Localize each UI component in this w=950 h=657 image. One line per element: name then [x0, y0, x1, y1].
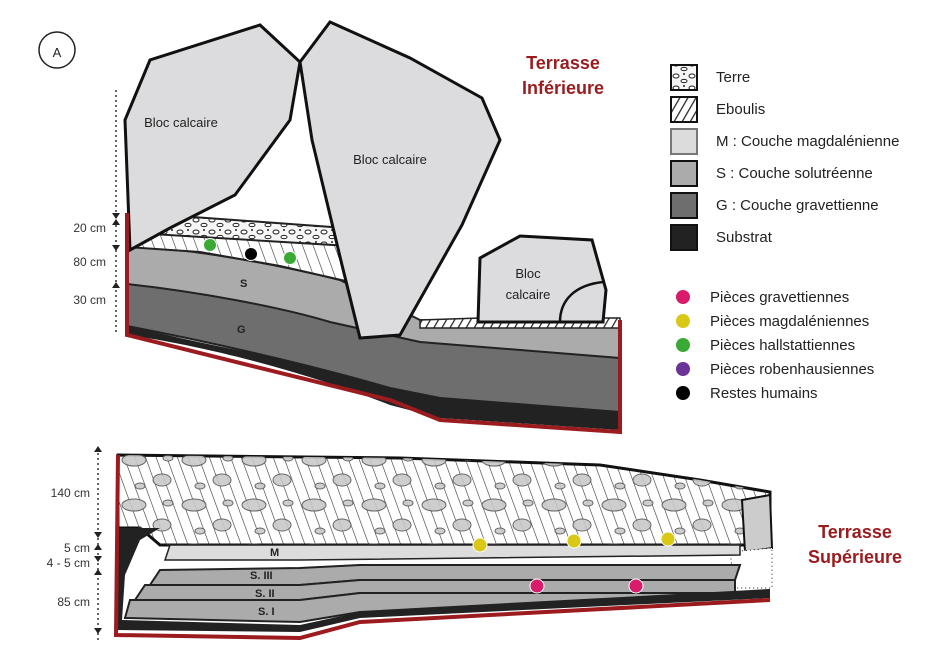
block-label: calcaire — [506, 287, 551, 302]
legend-label: Pièces hallstattiennes — [710, 337, 855, 354]
block-label: Bloc calcaire — [144, 115, 218, 130]
legend-label: Restes humains — [710, 385, 818, 402]
layer-substrat — [127, 325, 620, 430]
find-hallstatt — [203, 238, 217, 252]
find-gravettian — [628, 578, 644, 594]
scale-label: 140 cm — [51, 486, 90, 500]
legend-label: Pièces gravettiennes — [710, 289, 849, 306]
limestone-block-1 — [123, 23, 302, 253]
legend-dot-human-remains — [676, 386, 690, 400]
layer-m-lower — [163, 544, 741, 561]
layer-label-s: S — [240, 278, 247, 290]
lower-title: Terrasse — [818, 522, 892, 542]
upper-section-frame — [125, 213, 622, 435]
legend-swatch-eboulis — [670, 96, 698, 123]
limestone-block-3 — [476, 234, 608, 324]
legend: Terre Eboulis M : Couche magdalénienne S… — [670, 64, 899, 402]
find-magdalenian — [566, 533, 582, 549]
scale-label: 80 cm — [73, 255, 106, 269]
legend-swatch-s — [670, 160, 698, 187]
find-gravettian — [529, 578, 545, 594]
scale-label: 4 - 5 cm — [47, 556, 90, 570]
find-human-remains — [244, 247, 258, 261]
legend-swatch-m — [670, 128, 698, 155]
legend-swatch-substrat — [670, 224, 698, 251]
legend-label: M : Couche magdalénienne — [716, 133, 899, 150]
scale-label: 85 cm — [57, 595, 90, 609]
layer-label-s1: S. I — [258, 606, 275, 618]
legend-dot-hallstatt — [676, 338, 690, 352]
legend-label: Terre — [716, 69, 750, 86]
upper-section: Bloc calcaire Bloc calcaire Bloc calcair… — [73, 20, 622, 435]
legend-label: Eboulis — [716, 101, 765, 118]
scale-label: 30 cm — [73, 293, 106, 307]
lower-title: Supérieure — [808, 547, 902, 567]
block-label: Bloc — [515, 266, 541, 281]
upper-title: Inférieure — [522, 78, 604, 98]
legend-label: G : Couche gravettienne — [716, 197, 879, 214]
scale-label: 20 cm — [73, 221, 106, 235]
find-hallstatt — [283, 251, 297, 265]
scale-label: 5 cm — [64, 541, 90, 555]
layer-label-s2: S. II — [255, 588, 275, 600]
panel-label: A — [38, 31, 76, 69]
legend-label: Pièces robenhausiennes — [710, 361, 874, 378]
legend-swatch-g — [670, 192, 698, 219]
find-magdalenian — [660, 531, 676, 547]
limestone-block-2 — [298, 20, 502, 340]
legend-dot-magdalenian — [676, 314, 690, 328]
lower-section: M S. III S. II S. I 140 cm 5 cm 4 - 5 cm… — [47, 446, 902, 641]
legend-label: Substrat — [716, 229, 773, 246]
layer-label-g: G — [237, 324, 246, 336]
layer-label-m: M — [270, 547, 279, 559]
legend-dot-robenhausian — [676, 362, 690, 376]
layer-label-s3: S. III — [250, 570, 273, 582]
layer-substrat-lower — [116, 528, 770, 632]
legend-label: S : Couche solutréenne — [716, 165, 873, 182]
legend-swatch-terre — [670, 64, 698, 91]
upper-title: Terrasse — [526, 53, 600, 73]
block-label: Bloc calcaire — [353, 152, 427, 167]
legend-label: Pièces magdaléniennes — [710, 313, 869, 330]
legend-dot-gravettian — [676, 290, 690, 304]
panel-label-text: A — [53, 45, 62, 60]
find-magdalenian — [472, 537, 488, 553]
lower-section-frame — [113, 454, 771, 641]
